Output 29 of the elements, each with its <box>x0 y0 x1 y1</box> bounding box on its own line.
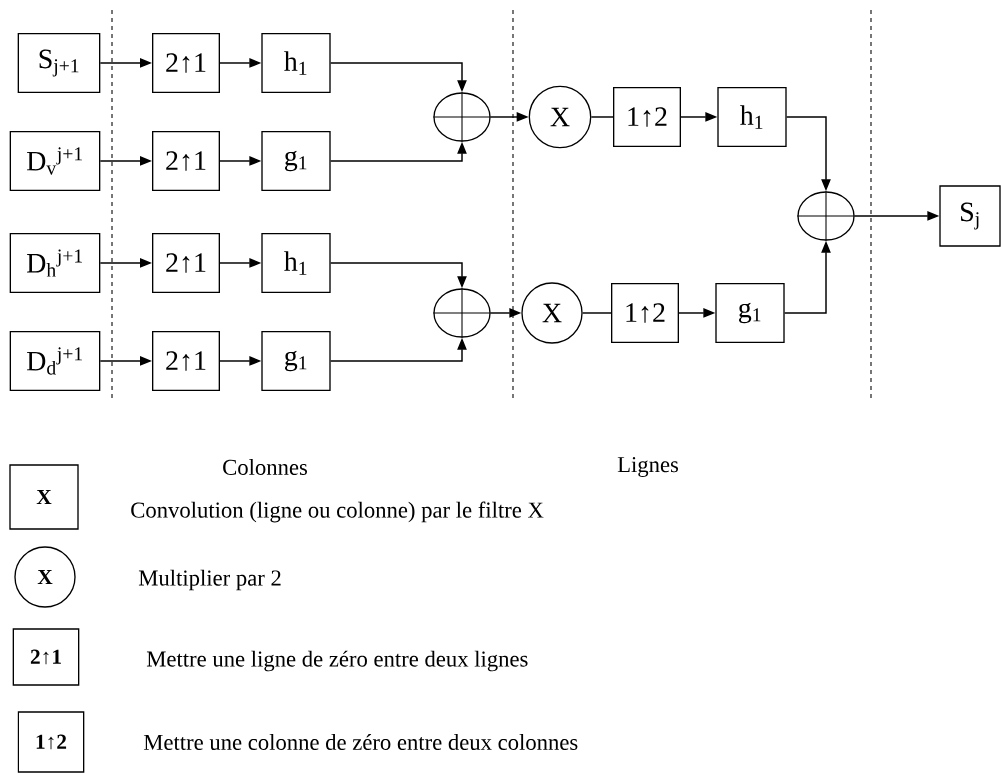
legend-text: Mettre une ligne de zéro entre deux lignes <box>146 650 528 672</box>
column-heading: Colonnes <box>223 459 307 475</box>
block-box: h$_{1}$ <box>717 87 787 147</box>
block-box: 2↑1 <box>152 33 220 93</box>
block-box: h$_{1}$ <box>261 33 331 93</box>
block-box: 2↑1 <box>152 331 220 391</box>
block-box: S$_{j}$ <box>939 185 1001 247</box>
sum-circle <box>796 190 856 242</box>
block-box: D$_{v}$j+1 <box>9 131 101 191</box>
legend-text: Mettre une colonne de zéro entre deux colonnes <box>143 734 578 750</box>
legend-box: 2↑1 <box>12 628 80 686</box>
legend-text: Multiplier par 2 <box>138 569 281 591</box>
block-box: g$_{1}$ <box>715 283 785 343</box>
block-box: 1↑2 <box>613 87 681 147</box>
column-heading: Lignes <box>617 457 679 477</box>
legend-text: Convolution (ligne ou colonne) par le filtre X <box>131 501 544 523</box>
block-box: S$_{j+1}$ <box>17 33 101 93</box>
sum-circle <box>432 287 492 339</box>
block-box: 2↑1 <box>152 131 220 191</box>
block-box: D$_{d}$j+1 <box>9 331 101 391</box>
block-box: g$_{1}$ <box>261 131 331 191</box>
legend-box: X <box>9 464 79 530</box>
block-box: 1↑2 <box>611 283 679 343</box>
legend-box: 1↑2 <box>17 711 85 773</box>
block-box: g$_{1}$ <box>261 331 331 391</box>
block-box: 2↑1 <box>152 233 220 293</box>
block-box: h$_{1}$ <box>261 233 331 293</box>
sum-circle <box>432 91 492 143</box>
block-box: D$_{h}$j+1 <box>9 233 101 293</box>
